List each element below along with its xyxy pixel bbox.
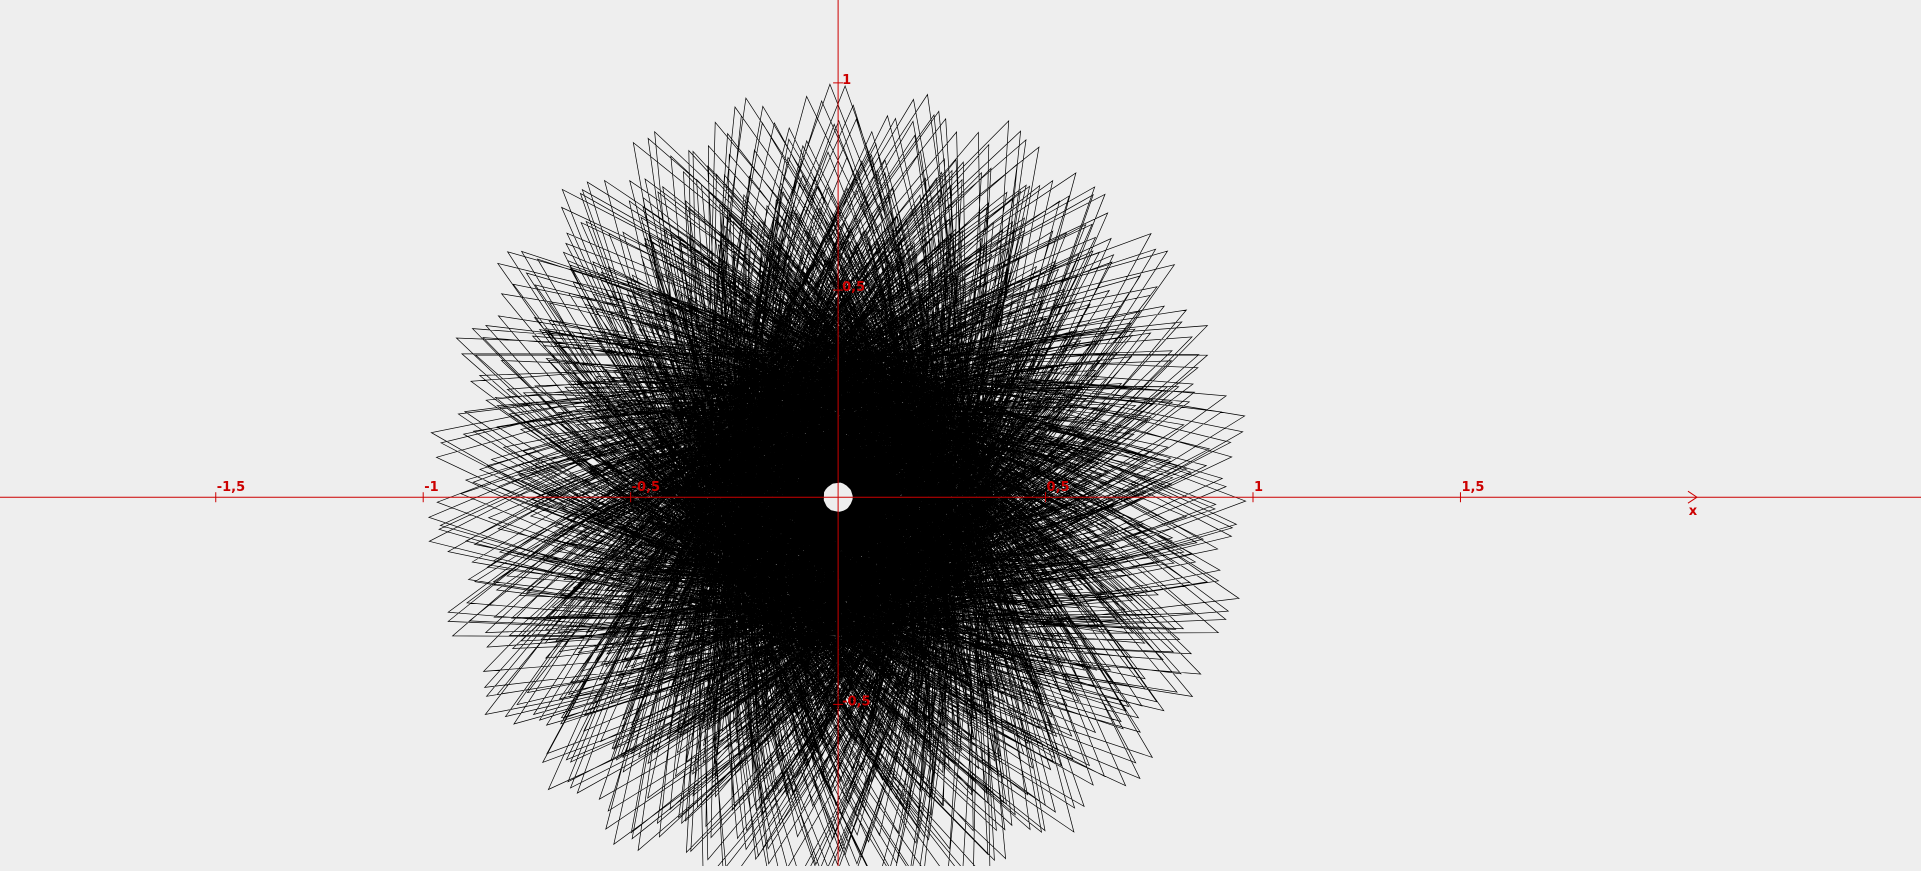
curve-series-0: [427, 83, 1247, 871]
x-axis-arrow-icon: [1687, 490, 1698, 504]
x-tick-label: 0,5: [1047, 480, 1070, 495]
x-tick-label: 1: [1254, 480, 1263, 495]
x-tick-label: -1,5: [217, 480, 245, 495]
y-tick-label: 0,5: [842, 280, 865, 295]
curve-layer: [427, 83, 1247, 871]
tick-layer: -1,5 -1 -0,5 0,5 1 1,5 1 0,5 -0,5: [215, 73, 1484, 709]
x-tick-label: -1: [424, 480, 438, 495]
y-tick-label: -0,5: [842, 694, 870, 709]
x-tick-label: -0,5: [632, 480, 660, 495]
y-tick-label: 1: [842, 73, 851, 88]
x-tick-label: 1,5: [1461, 480, 1484, 495]
x-axis-label: x: [1689, 504, 1698, 519]
